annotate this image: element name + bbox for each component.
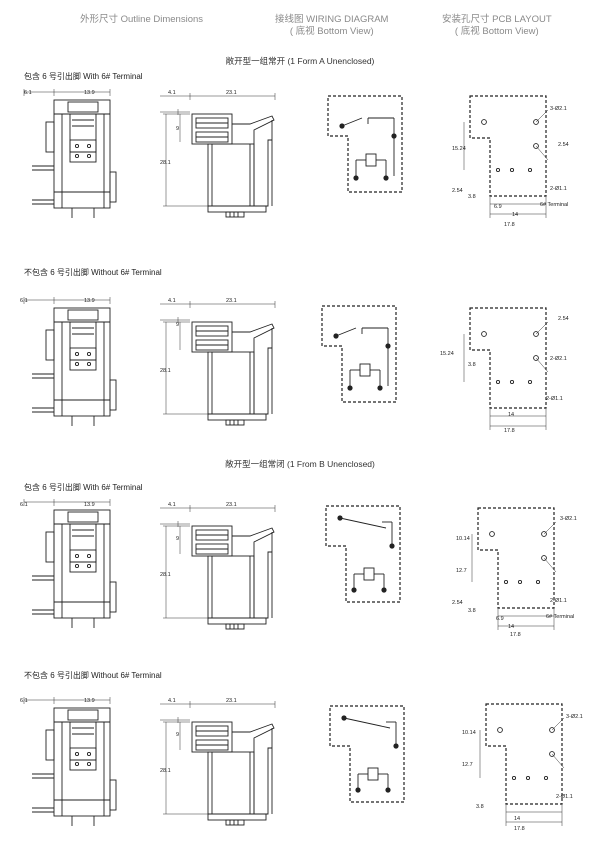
pcb-dim-15-24-r1: 15.24 (452, 146, 466, 152)
pcb-dim-3-8-r4: 3.8 (476, 804, 484, 810)
pcb-dim-17-8-r4: 17.8 (514, 826, 525, 832)
dim-6-1-r1: 6.1 (24, 90, 32, 96)
pcb-dim-2-54-r1: 2.54 (558, 142, 569, 148)
wiring-diagram-header: 接线图 WIRING DIAGRAM ( 底视 Bottom View) (275, 14, 388, 38)
dim-13-9-r1: 13.9 (84, 90, 95, 96)
pcb-6-terminal-r3: 6# Terminal (546, 614, 574, 620)
pcb-dim-10-14-r3: 10.14 (456, 536, 470, 542)
pcb-dim-14-r4: 14 (514, 816, 520, 822)
outline-side-view-1 (23, 88, 117, 219)
dim-9-r1: 9 (176, 126, 179, 132)
row-label-2: 不包含 6 号引出脚 Without 6# Terminal (24, 268, 162, 277)
dim-28-1-r1: 28.1 (160, 160, 171, 166)
pcb-layout-header: 安装孔尺寸 PCB LAYOUT ( 底视 Bottom View) (442, 14, 552, 38)
pcb-layout-title: 安装孔尺寸 PCB LAYOUT (442, 14, 552, 25)
pcb-dim-2-54-r3: 2.54 (452, 600, 463, 606)
pcb-hole-large-r2: 2-Ø2.1 (550, 356, 567, 362)
dim-9-r2: 9 (176, 322, 179, 328)
pcb-dim-12-7-r4: 12.7 (462, 762, 473, 768)
pcb-dim-3-8-r2: 3.8 (468, 362, 476, 368)
pcb-layout-2 (463, 307, 549, 431)
wiring-diagram-2 (321, 305, 397, 403)
pcb-dim-15-24-r2: 15.24 (440, 351, 454, 357)
dim-6-1-r4: 6.1 (20, 698, 28, 704)
section-title-form-b: 敞开型一组常闭 (1 From B Unenclosed) (225, 459, 375, 469)
outline-side-view-4 (23, 696, 117, 827)
pcb-dim-6-9-r3: 6.9 (496, 616, 504, 622)
dim-23-1-r3: 23.1 (226, 502, 237, 508)
wiring-diagram-subtitle: ( 底视 Bottom View) (289, 26, 374, 37)
wiring-diagram-1 (327, 95, 403, 193)
outline-side-view-3 (23, 498, 117, 629)
outline-side-view-2 (23, 296, 117, 427)
pcb-dim-3-8-r1: 3.8 (468, 194, 476, 200)
pcb-layout-3 (471, 507, 557, 631)
pcb-layout-subtitle: ( 底视 Bottom View) (454, 26, 539, 37)
dim-13-9-r4: 13.9 (84, 698, 95, 704)
dim-23-1-r4: 23.1 (226, 698, 237, 704)
dim-23-1-r2: 23.1 (226, 298, 237, 304)
pcb-hole-large-r1: 3-Ø2.1 (550, 106, 567, 112)
dim-28-1-r3: 28.1 (160, 572, 171, 578)
pcb-dim-14-r3: 14 (508, 624, 514, 630)
dim-28-1-r2: 28.1 (160, 368, 171, 374)
pcb-hole-small-r3: 2-Ø1.1 (550, 598, 567, 604)
dim-13-9-r2: 13.9 (84, 298, 95, 304)
row-label-3: 包含 6 号引出脚 With 6# Terminal (24, 483, 143, 492)
outline-front-view-2 (159, 297, 276, 426)
section-title-form-a: 敞开型一组常开 (1 Form A Unenclosed) (225, 56, 375, 66)
row-label-4: 不包含 6 号引出脚 Without 6# Terminal (24, 671, 162, 680)
dim-6-1-r2: 6.1 (20, 298, 28, 304)
pcb-layout-1 (463, 95, 549, 219)
pcb-hole-large-r3: 3-Ø2.1 (560, 516, 577, 522)
dim-28-1-r4: 28.1 (160, 768, 171, 774)
pcb-dim-12-7-r3: 12.7 (456, 568, 467, 574)
pcb-dim-6-9-r1: 6.9 (494, 204, 502, 210)
wiring-diagram-4 (329, 705, 405, 803)
pcb-dim-14-r1: 14 (512, 212, 518, 218)
dim-9-r4: 9 (176, 732, 179, 738)
outline-dimensions-header: 外形尺寸 Outline Dimensions (80, 14, 204, 25)
pcb-dim-17-8-r3: 17.8 (510, 632, 521, 638)
wiring-diagram-3 (325, 505, 401, 603)
pcb-dim-2-54b-r1: 2.54 (452, 188, 463, 194)
pcb-dim-17-8-r1: 17.8 (504, 222, 515, 228)
pcb-hole-small-r1: 2-Ø1.1 (550, 186, 567, 192)
pcb-dim-10-14-r4: 10.14 (462, 730, 476, 736)
dim-13-9-r3: 13.9 (84, 502, 95, 508)
outline-front-view-1 (159, 89, 276, 218)
pcb-6-terminal-r1: 6# Terminal (540, 202, 568, 208)
row-label-1: 包含 6 号引出脚 With 6# Terminal (24, 72, 143, 81)
pcb-dim-3-8-r3: 3.8 (468, 608, 476, 614)
pcb-hole-small-r4: 2-Ø1.1 (556, 794, 573, 800)
outline-front-view-3 (159, 501, 276, 630)
pcb-layout-4 (479, 703, 565, 827)
pcb-dim-2-54-r2: 2.54 (558, 316, 569, 322)
pcb-dim-17-8-r2: 17.8 (504, 428, 515, 434)
dim-9-r3: 9 (176, 536, 179, 542)
pcb-hole-large-r4: 3-Ø2.1 (566, 714, 583, 720)
dim-23-1-r1: 23.1 (226, 90, 237, 96)
pcb-hole-small-r2: 2-Ø1.1 (546, 396, 563, 402)
outline-front-view-4 (159, 697, 276, 826)
pcb-dim-14-r2: 14 (508, 412, 514, 418)
wiring-diagram-title: 接线图 WIRING DIAGRAM (275, 14, 389, 25)
dim-6-1-r3: 6.1 (20, 502, 28, 508)
